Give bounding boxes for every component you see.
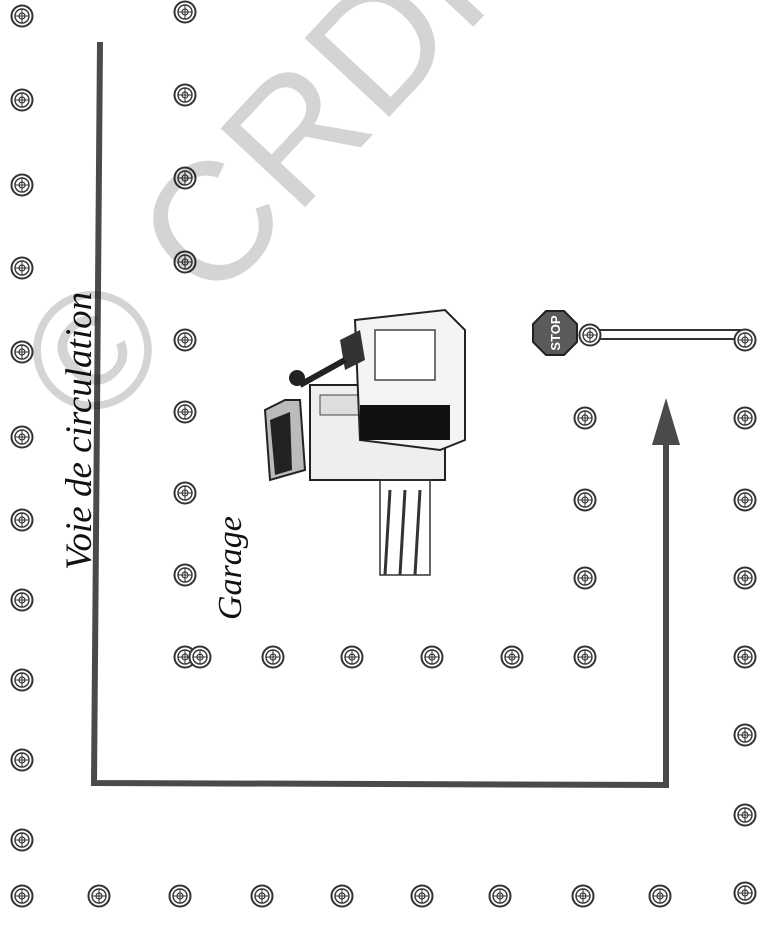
bollard-icon bbox=[10, 748, 34, 772]
bollard-icon bbox=[10, 340, 34, 364]
bollard-icon bbox=[571, 884, 595, 908]
bollard-icon bbox=[173, 328, 197, 352]
forklift-icon bbox=[263, 308, 466, 576]
bollard-icon bbox=[500, 645, 524, 669]
bollard-icon bbox=[573, 645, 597, 669]
bollard-icon bbox=[10, 4, 34, 28]
bollard-icon bbox=[648, 884, 672, 908]
circulation-lane-label: Voie de circulation bbox=[59, 291, 100, 570]
bollard-icon bbox=[573, 566, 597, 590]
bollard-icon bbox=[173, 83, 197, 107]
bollard-icon bbox=[573, 488, 597, 512]
bollard-icon bbox=[87, 884, 111, 908]
stop-sign-label: STOP bbox=[548, 315, 563, 350]
barrier-pole bbox=[589, 329, 741, 340]
bollard-icon bbox=[10, 884, 34, 908]
bollard-icon bbox=[733, 881, 757, 905]
arrow-up-icon bbox=[652, 398, 680, 445]
circulation-lane-line bbox=[90, 41, 669, 789]
bollard-icon bbox=[578, 323, 602, 347]
bollard-icon bbox=[168, 884, 192, 908]
bollard-icon bbox=[733, 803, 757, 827]
bollard-icon bbox=[173, 0, 197, 24]
bollard-icon bbox=[733, 723, 757, 747]
bollard-icon bbox=[410, 884, 434, 908]
bollard-icon bbox=[10, 173, 34, 197]
bollard-icon bbox=[188, 645, 212, 669]
bollard-icon bbox=[733, 645, 757, 669]
bollard-icon bbox=[10, 668, 34, 692]
bollard-icon bbox=[733, 488, 757, 512]
bollard-icon bbox=[10, 425, 34, 449]
bollard-icon bbox=[10, 256, 34, 280]
bollard-icon bbox=[250, 884, 274, 908]
bollard-icon bbox=[10, 88, 34, 112]
bollard-icon bbox=[173, 250, 197, 274]
bollard-icon bbox=[573, 406, 597, 430]
bollard-icon bbox=[733, 566, 757, 590]
bollard-icon bbox=[10, 508, 34, 532]
bollard-icon bbox=[340, 645, 364, 669]
bollard-icon bbox=[488, 884, 512, 908]
bollard-icon bbox=[420, 645, 444, 669]
garage-label: Garage bbox=[212, 516, 249, 620]
bollard-icon bbox=[733, 406, 757, 430]
stop-sign-icon: STOP bbox=[532, 310, 578, 356]
bollard-icon bbox=[173, 563, 197, 587]
bollard-icon bbox=[173, 166, 197, 190]
bollard-icon bbox=[10, 828, 34, 852]
bollard-icon bbox=[173, 481, 197, 505]
bollard-icon bbox=[173, 400, 197, 424]
bollard-icon bbox=[261, 645, 285, 669]
bollard-icon bbox=[10, 588, 34, 612]
bollard-icon bbox=[330, 884, 354, 908]
bollard-icon bbox=[733, 328, 757, 352]
